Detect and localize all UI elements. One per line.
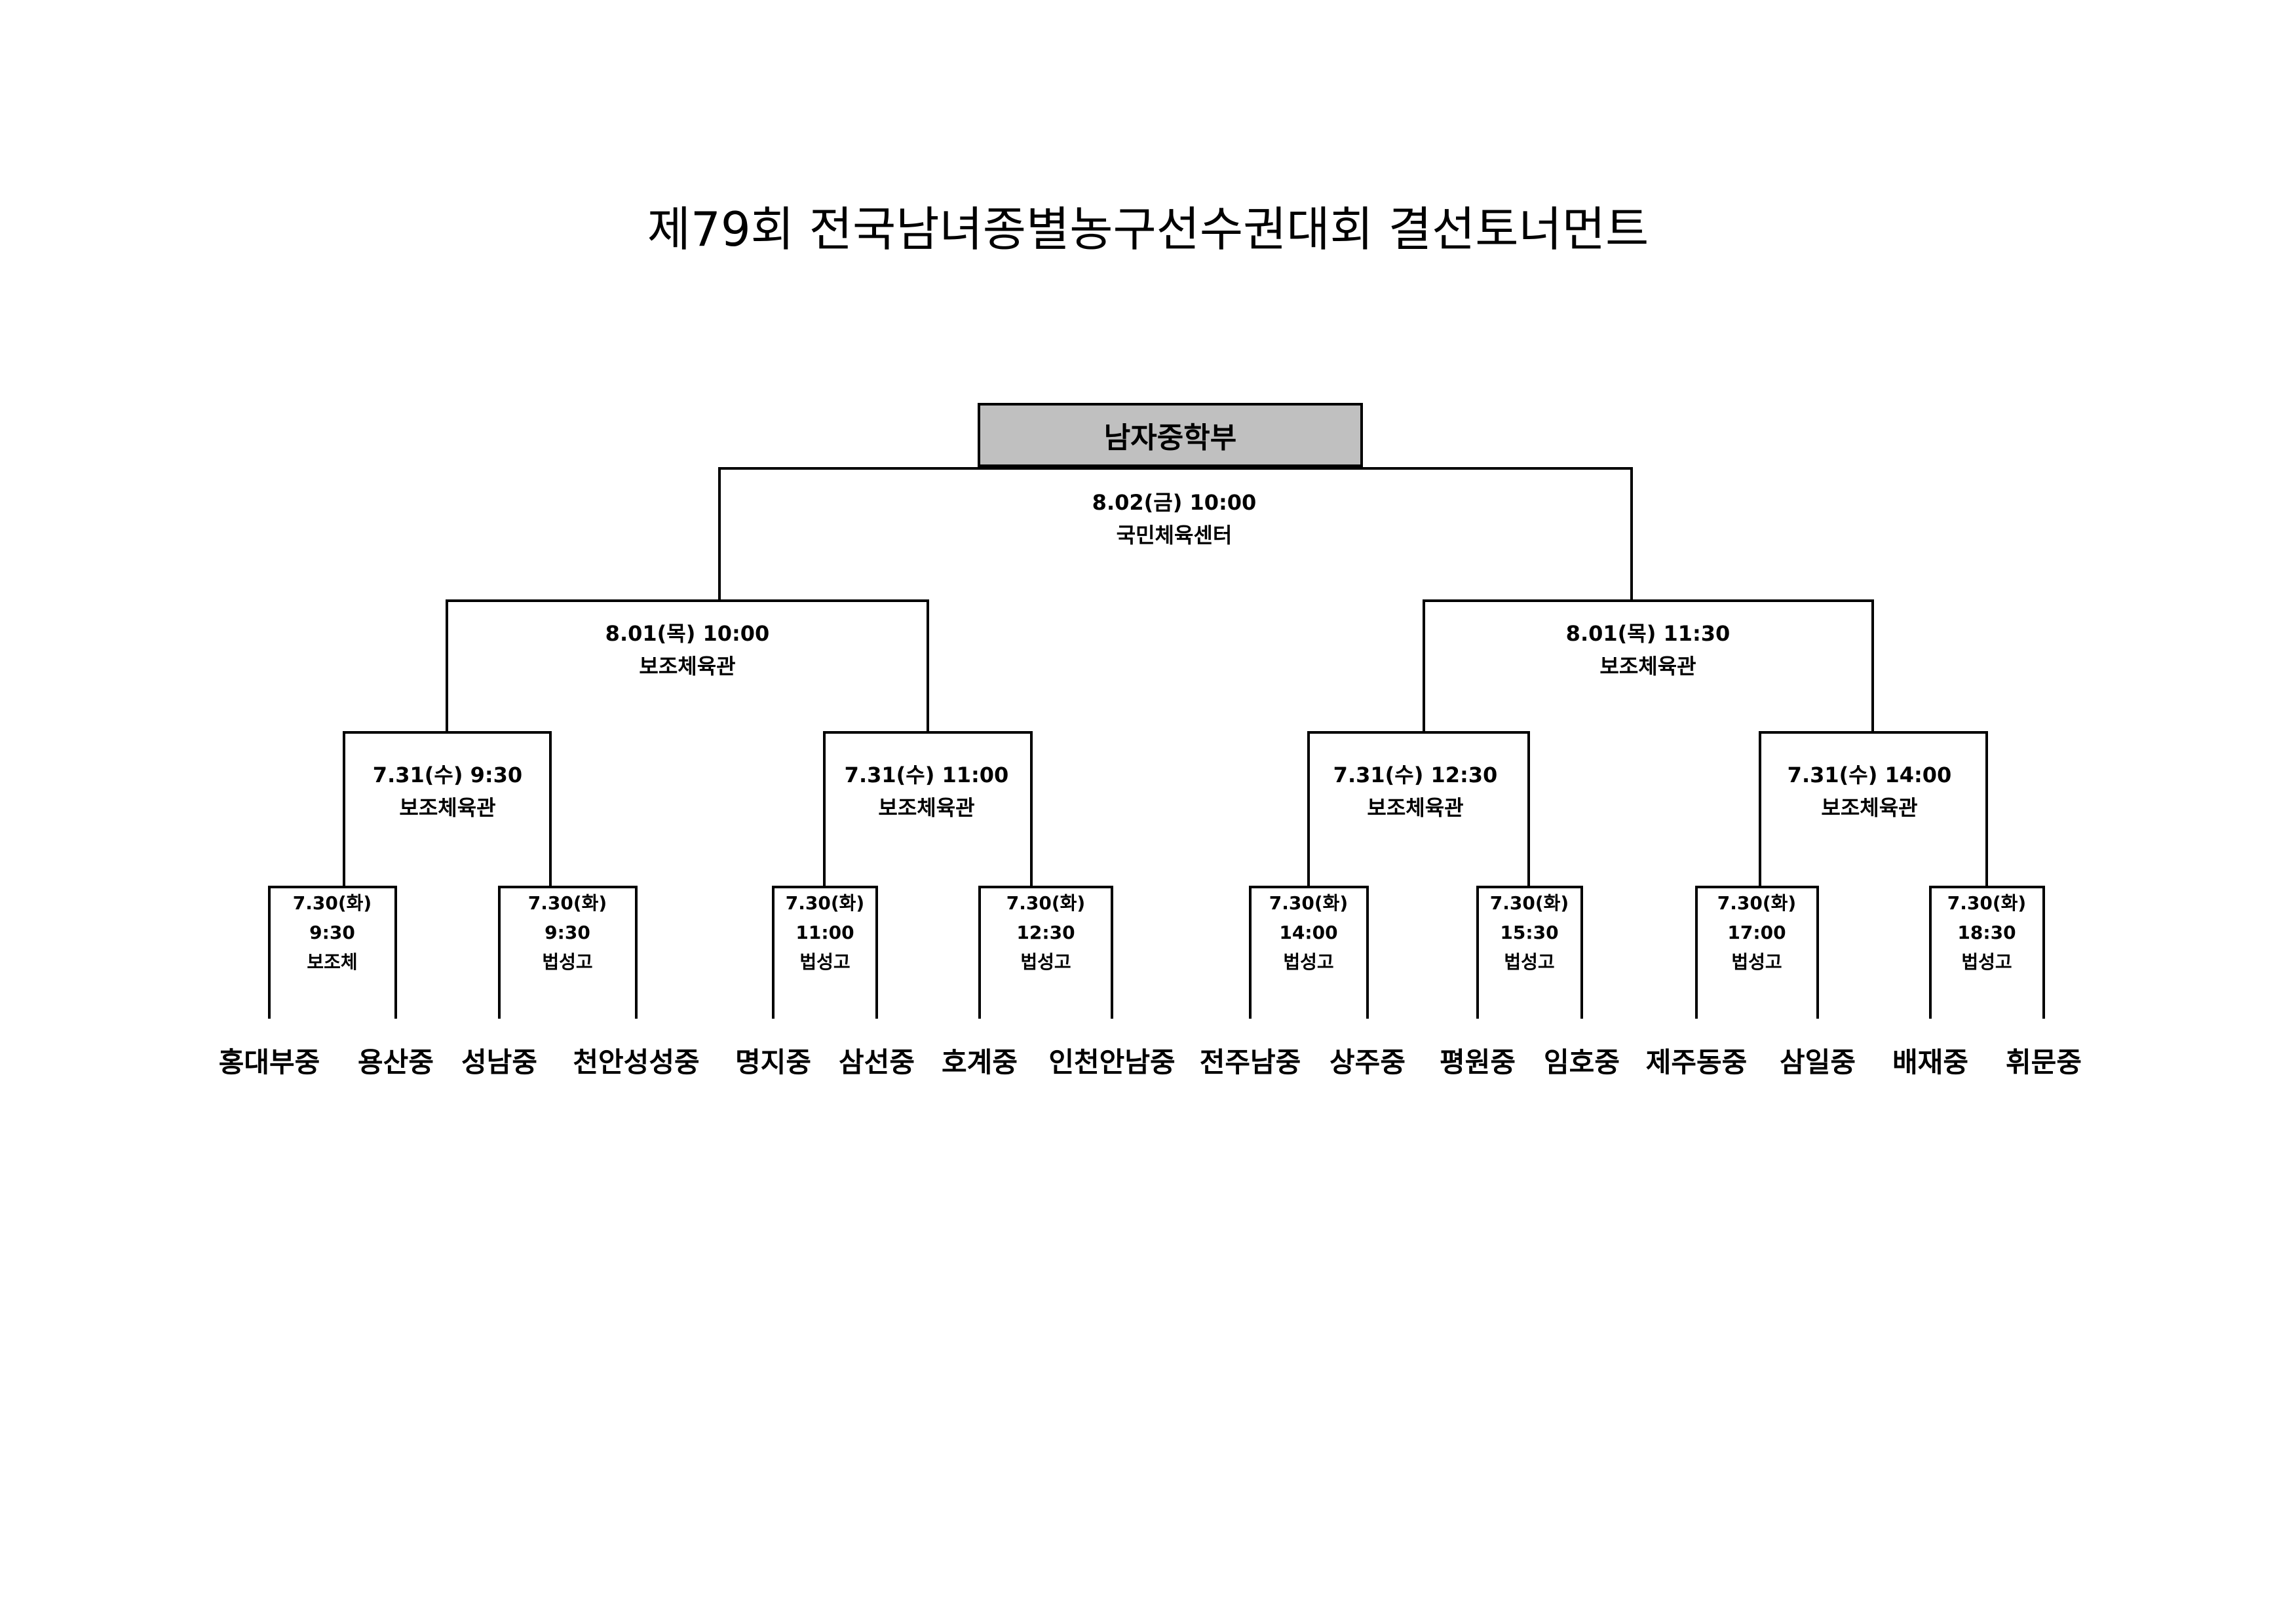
match-date: 7.30(화) <box>1269 892 1349 914</box>
match-venue: 법성고 <box>1283 951 1334 973</box>
team-name: 용산중 <box>358 1046 434 1078</box>
team-name: 제주동중 <box>1645 1046 1748 1078</box>
match-time: 15:30 <box>1500 922 1559 943</box>
r16-match-7-info: 7.30(화) 17:00 법성고 <box>1717 888 1796 977</box>
match-venue: 법성고 <box>799 951 851 973</box>
page-title: 제79회 전국남녀종별농구선수권대회 결선토너먼트 <box>647 202 1649 257</box>
team-name: 상주중 <box>1330 1046 1406 1078</box>
r16-match-3-connector <box>772 886 878 1019</box>
team-name: 호계중 <box>942 1046 1018 1078</box>
team-name: 천안성성중 <box>573 1046 700 1078</box>
match-date: 7.30(화) <box>785 892 865 914</box>
match-venue: 보조체육관 <box>1821 795 1918 820</box>
final-connector <box>718 467 1633 601</box>
team-name: 삼일중 <box>1780 1046 1856 1078</box>
match-date: 7.30(화) <box>1717 892 1797 914</box>
division-label: 남자중학부 <box>978 403 1363 467</box>
r16-match-2-connector <box>498 886 638 1019</box>
match-date: 7.31(수) 12:30 <box>1333 763 1498 787</box>
match-date: 7.30(화) <box>1006 892 1086 914</box>
match-venue: 국민체육센터 <box>1116 523 1233 548</box>
r16-match-3-info: 7.30(화) 11:00 법성고 <box>786 888 864 977</box>
match-date: 7.30(화) <box>527 892 607 914</box>
quarterfinal-1-connector <box>343 731 552 887</box>
r16-match-5-connector <box>1249 886 1369 1019</box>
final-match-info: 8.02(금) 10:00 국민체육센터 <box>1092 486 1257 552</box>
match-time: 9:30 <box>309 922 355 943</box>
semifinal-2-connector <box>1423 599 1874 732</box>
r16-match-8-connector <box>1929 886 2045 1019</box>
match-time: 11:00 <box>795 922 854 943</box>
match-venue: 보조체육관 <box>878 795 975 820</box>
team-name: 성남중 <box>461 1046 537 1078</box>
match-venue: 법성고 <box>1504 951 1555 973</box>
quarterfinal-1-info: 7.31(수) 9:30 보조체육관 <box>373 759 522 824</box>
match-date: 8.01(목) 10:00 <box>605 621 770 646</box>
r16-match-7-connector <box>1695 886 1819 1019</box>
team-name: 배재중 <box>1892 1046 1968 1078</box>
semifinal-1-connector <box>446 599 929 732</box>
r16-match-1-info: 7.30(화) 9:30 보조체 <box>293 888 372 977</box>
r16-match-8-info: 7.30(화) 18:30 법성고 <box>1947 888 2026 977</box>
team-name: 평원중 <box>1440 1046 1516 1078</box>
match-time: 9:30 <box>545 922 590 943</box>
r16-match-4-info: 7.30(화) 12:30 법성고 <box>1006 888 1085 977</box>
semifinal-2-info: 8.01(목) 11:30 보조체육관 <box>1566 617 1731 683</box>
quarterfinal-3-info: 7.31(수) 12:30 보조체육관 <box>1333 759 1498 824</box>
match-venue: 보조체육관 <box>399 795 496 820</box>
r16-match-4-connector <box>978 886 1113 1019</box>
team-name: 인천안남중 <box>1048 1046 1176 1078</box>
r16-match-6-info: 7.30(화) 15:30 법성고 <box>1490 888 1569 977</box>
match-venue: 법성고 <box>1731 951 1782 973</box>
match-venue: 보조체육관 <box>1367 795 1464 820</box>
r16-match-6-connector <box>1476 886 1583 1019</box>
team-name: 임호중 <box>1544 1046 1620 1078</box>
quarterfinal-3-connector <box>1307 731 1530 887</box>
quarterfinal-4-connector <box>1759 731 1988 887</box>
team-name: 전주남중 <box>1199 1046 1301 1078</box>
match-date: 8.02(금) 10:00 <box>1092 490 1257 515</box>
quarterfinal-4-info: 7.31(수) 14:00 보조체육관 <box>1788 759 1952 824</box>
quarterfinal-2-info: 7.31(수) 11:00 보조체육관 <box>845 759 1009 824</box>
r16-match-5-info: 7.30(화) 14:00 법성고 <box>1269 888 1348 977</box>
match-time: 18:30 <box>1957 922 2016 943</box>
match-date: 7.30(화) <box>1947 892 2027 914</box>
semifinal-1-info: 8.01(목) 10:00 보조체육관 <box>605 617 770 683</box>
team-name: 휘문중 <box>2006 1046 2082 1078</box>
match-date: 7.31(수) 14:00 <box>1787 763 1952 787</box>
team-name: 명지중 <box>735 1046 811 1078</box>
match-date: 7.30(화) <box>1489 892 1569 914</box>
match-venue: 보조체육관 <box>1599 654 1696 679</box>
team-name: 삼선중 <box>839 1046 915 1078</box>
match-time: 17:00 <box>1727 922 1786 943</box>
r16-match-1-connector <box>268 886 397 1019</box>
match-venue: 법성고 <box>542 951 593 973</box>
team-name: 홍대부중 <box>218 1046 320 1078</box>
match-date: 7.31(수) 11:00 <box>844 763 1009 787</box>
match-time: 14:00 <box>1279 922 1338 943</box>
quarterfinal-2-connector <box>823 731 1033 887</box>
r16-match-2-info: 7.30(화) 9:30 법성고 <box>528 888 607 977</box>
match-date: 7.31(수) 9:30 <box>372 763 523 787</box>
match-date: 7.30(화) <box>292 892 372 914</box>
match-venue: 보조체육관 <box>639 654 736 679</box>
match-venue: 보조체 <box>307 951 358 973</box>
match-time: 12:30 <box>1016 922 1075 943</box>
match-venue: 법성고 <box>1961 951 2012 973</box>
match-date: 8.01(목) 11:30 <box>1565 621 1731 646</box>
match-venue: 법성고 <box>1020 951 1071 973</box>
